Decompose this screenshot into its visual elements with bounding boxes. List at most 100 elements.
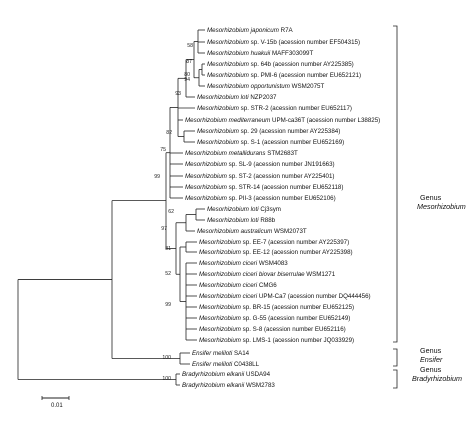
taxon-species-name: Mesorhizobium xyxy=(185,195,227,202)
taxon-label: Mesorhizobium sp. STR-2 (acession number… xyxy=(197,105,352,112)
taxon-label: Mesorhizobium sp. G-55 (acession number … xyxy=(199,315,350,322)
bootstrap-value: 99 xyxy=(165,302,171,308)
taxon-label: Mesorhizobium sp. PMI-6 (acession number… xyxy=(207,72,361,79)
taxon-label: Mesorhizobium sp. S-8 (acession number E… xyxy=(199,326,346,333)
taxon-species-name: Mesorhizobium xyxy=(199,239,241,246)
taxon-species-name: Mesorhizobium xyxy=(185,184,227,191)
taxon-label: Mesorhizobium loti Cj3sym xyxy=(207,206,281,213)
genus-name-ensifer: Ensifer xyxy=(420,355,443,364)
taxon-strain: UPM-Ca7 (acession number DQ444456) xyxy=(257,293,371,300)
genus-name-mesorhizobium: Mesorhizobium xyxy=(417,202,466,211)
taxon-species-name: Mesorhizobium australicum xyxy=(197,228,272,235)
taxon-label: Mesorhizobium sp. ST-2 (acession number … xyxy=(185,173,335,180)
taxon-species-name: Mesorhizobium xyxy=(185,161,227,168)
taxon-strain: WSM2073T xyxy=(272,228,307,235)
taxon-strain: CMG6 xyxy=(257,282,277,289)
taxon-label: Mesorhizobium sp. 64b (acession number A… xyxy=(207,61,354,68)
taxon-strain: sp. PMI-6 (acession number EU652121) xyxy=(249,72,361,79)
tree-branches xyxy=(17,29,205,386)
taxon-species-name: Mesorhizobium xyxy=(197,105,239,112)
taxon-strain: sp. 29 (acession number AY225384) xyxy=(239,128,340,135)
bootstrap-value: 94 xyxy=(184,77,190,83)
taxon-species-name: Mesorhizobium xyxy=(185,173,227,180)
taxon-species-name: Ensifer meliloti xyxy=(192,350,233,357)
taxon-strain: sp. EE-7 (acession number AY225397) xyxy=(241,239,349,246)
taxon-strain: WSM1271 xyxy=(305,271,336,278)
bootstrap-value: 99 xyxy=(154,174,160,180)
bootstrap-value: 75 xyxy=(160,147,166,153)
bootstrap-value: 52 xyxy=(165,271,171,277)
genus-brackets xyxy=(393,25,398,389)
taxon-label: Mesorhizobium sp. LMS-1 (acession number… xyxy=(199,337,354,344)
taxon-strain: sp. G-55 (acession number EU652149) xyxy=(241,315,350,322)
taxon-species-name: Mesorhizobium ciceri xyxy=(199,293,258,300)
taxon-strain: sp. PII-3 (acession number EU652106) xyxy=(227,195,336,202)
taxon-species-name: Mesorhizobium metallidurans xyxy=(185,150,265,157)
taxon-label: Mesorhizobium huakuii MAFF303099T xyxy=(207,50,313,57)
taxon-label: Mesorhizobium sp. SL-9 (acession number … xyxy=(185,161,335,168)
taxon-label: Mesorhizobium ciceri biovar biserrulae W… xyxy=(199,271,336,278)
taxon-strain: Cj3sym xyxy=(259,206,281,213)
taxon-strain: UPM-ca36T (acession number L38825) xyxy=(270,117,380,124)
genus-bracket-mesorhizobium xyxy=(393,25,398,343)
taxon-species-name: Mesorhizobium loti xyxy=(197,94,249,101)
bootstrap-value: 81 xyxy=(165,246,171,252)
taxon-species-name: Mesorhizobium loti xyxy=(207,217,259,224)
bootstrap-value: 62 xyxy=(168,209,174,215)
taxon-species-name: Mesorhizobium xyxy=(197,128,239,135)
taxon-species-name: Bradyrhizobium elkanii xyxy=(182,382,245,389)
genus-bracket-bradyrhizobium xyxy=(393,369,398,389)
taxon-strain: NZP2037 xyxy=(249,94,277,101)
bootstrap-value: 80 xyxy=(184,72,190,78)
taxon-strain: sp. BR-15 (acession number EU652125) xyxy=(241,304,354,311)
bootstrap-value: 93 xyxy=(175,91,181,97)
taxon-label: Mesorhizobium loti NZP2037 xyxy=(197,94,277,101)
taxon-species-name: Mesorhizobium xyxy=(199,315,241,322)
genus-word-mesorhizobium: Genus xyxy=(420,193,442,202)
taxon-species-name: Mesorhizobium ciceri xyxy=(199,260,258,267)
taxon-strain: C0438LL xyxy=(232,361,259,368)
taxon-label: Mesorhizobium loti R88b xyxy=(207,217,276,224)
taxon-strain: STM2683T xyxy=(265,150,298,157)
taxon-labels: Mesorhizobium japonicum R7A Mesorhizobium… xyxy=(182,27,380,389)
taxon-strain: sp. SL-9 (acession number JN191663) xyxy=(227,161,335,168)
taxon-label: Mesorhizobium sp. PII-3 (acession number… xyxy=(185,195,336,202)
taxon-species-name: Mesorhizobium xyxy=(199,337,241,344)
taxon-strain: sp. 64b (acession number AY225385) xyxy=(249,61,354,68)
taxon-species-name: Mesorhizobium loti xyxy=(207,206,259,213)
taxon-label: Ensifer meliloti SA14 xyxy=(192,350,250,357)
taxon-label: Mesorhizobium australicum WSM2073T xyxy=(197,228,307,235)
taxon-species-name: Mesorhizobium xyxy=(207,72,249,79)
taxon-species-name: Mesorhizobium xyxy=(207,39,249,46)
taxon-label: Mesorhizobium japonicum R7A xyxy=(207,27,294,34)
taxon-label: Mesorhizobium sp. EE-12 (acession number… xyxy=(199,249,353,256)
bootstrap-value: 82 xyxy=(166,130,172,136)
taxon-species-name: Mesorhizobium xyxy=(199,249,241,256)
taxon-strain: sp. STR-14 (acession number EU652118) xyxy=(227,184,343,191)
taxon-strain: MAFF303099T xyxy=(270,50,313,57)
bootstrap-value: 97 xyxy=(161,226,167,232)
bootstrap-value: 100 xyxy=(162,355,171,361)
scale-bar-label: 0.01 xyxy=(51,403,63,409)
taxon-strain: sp. S-1 (acession number EU652169) xyxy=(239,139,344,146)
taxon-species-name: Mesorhizobium xyxy=(207,61,249,68)
genus-name-bradyrhizobium: Bradyrhizobium xyxy=(412,374,462,383)
taxon-species-name: Mesorhizobium xyxy=(197,139,239,146)
bootstrap-value: 58 xyxy=(187,43,193,49)
taxon-species-name: Mesorhizobium mediterraneum xyxy=(185,117,270,124)
taxon-label: Mesorhizobium mediterraneum UPM-ca36T (a… xyxy=(185,117,380,124)
taxon-label: Mesorhizobium sp. BR-15 (acession number… xyxy=(199,304,354,311)
taxon-strain: sp. S-8 (acession number EU652116) xyxy=(241,326,346,333)
taxon-strain: WSM2783 xyxy=(244,382,275,389)
taxon-label: Mesorhizobium ciceri WSM4083 xyxy=(199,260,288,267)
genus-word-bradyrhizobium: Genus xyxy=(420,365,442,374)
taxon-strain: sp. ST-2 (acession number AY225401) xyxy=(227,173,335,180)
taxon-strain: WSM4083 xyxy=(257,260,288,267)
taxon-label: Mesorhizobium ciceri UPM-Ca7 (acession n… xyxy=(199,293,371,300)
taxon-strain: USDA94 xyxy=(244,371,270,378)
taxon-species-name: Mesorhizobium opportunistum xyxy=(207,83,290,90)
taxon-strain: R7A xyxy=(279,27,294,34)
taxon-species-name: Mesorhizobium ciceri xyxy=(199,282,258,289)
taxon-species-name: Mesorhizobium xyxy=(199,304,241,311)
